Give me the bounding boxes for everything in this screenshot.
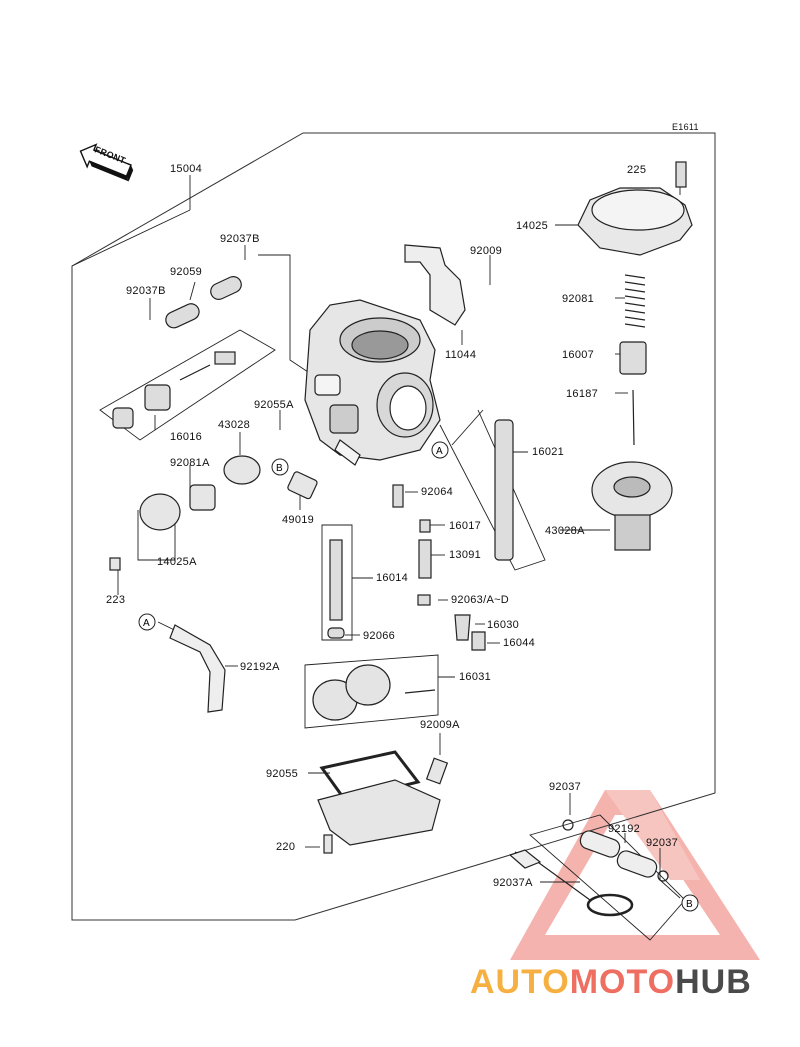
part-label-92009A: 92009A: [420, 719, 460, 731]
part-label-92009: 92009: [470, 245, 503, 257]
part-label-16017: 16017: [449, 520, 482, 532]
float-16031: [312, 664, 436, 721]
callout-a-body: A: [436, 446, 443, 457]
accelerator-pump: [109, 455, 318, 571]
front-arrow-icon: [79, 143, 134, 182]
part-label-92192A: 92192A: [240, 661, 280, 673]
callout-a-hose: A: [143, 618, 150, 629]
part-label-13091: 13091: [449, 549, 482, 561]
part-label-92055: 92055: [266, 768, 299, 780]
part-label-11044: 11044: [445, 349, 477, 361]
part-label-16014: 16014: [376, 572, 409, 584]
float-bowl: [317, 750, 449, 854]
part-label-16031: 16031: [459, 671, 492, 683]
top-cover: [577, 161, 693, 256]
part-label-92037-top: 92037: [549, 781, 582, 793]
diagram-code: E1611: [672, 122, 699, 132]
part-label-16007: 16007: [562, 349, 595, 361]
callout-b-drain: B: [686, 899, 693, 910]
leader-lines: [71, 167, 686, 941]
hose-92192A: [169, 624, 226, 713]
diaphragm-43028A: [591, 461, 673, 551]
watermark-text-moto: MOTO: [569, 963, 676, 1001]
part-label-92037B-left: 92037B: [126, 285, 166, 297]
callout-b-body: B: [276, 463, 283, 474]
part-label-92037B-top: 92037B: [220, 233, 260, 245]
part-label-15004: 15004: [170, 163, 203, 175]
part-label-14025: 14025: [516, 220, 549, 232]
carburetor-body: [304, 299, 441, 466]
part-label-16044: 16044: [503, 637, 536, 649]
part-label-220: 220: [276, 841, 296, 853]
part-label-92064: 92064: [421, 486, 454, 498]
part-label-92059: 92059: [170, 266, 203, 278]
part-label-16030: 16030: [487, 619, 520, 631]
part-label-43028: 43028: [218, 419, 251, 431]
throttle-bracket: [404, 244, 466, 326]
part-label-92081A: 92081A: [170, 457, 210, 469]
callout-circles: [138, 441, 699, 912]
part-label-92037-right: 92037: [646, 837, 679, 849]
spring-92081: [624, 274, 646, 328]
part-label-16016: 16016: [170, 431, 203, 443]
part-label-49019: 49019: [282, 514, 315, 526]
watermark-text-auto: AUTO: [470, 963, 570, 1001]
part-label-92192: 92192: [608, 823, 641, 835]
part-label-43028A: 43028A: [545, 525, 585, 537]
part-label-92066: 92066: [363, 630, 396, 642]
part-label-14025A: 14025A: [157, 556, 197, 568]
watermark-text-hub: HUB: [675, 963, 752, 1001]
jet-parts: [327, 419, 514, 651]
part-label-92063: 92063/A~D: [451, 594, 510, 606]
watermark-triangle: [510, 790, 760, 960]
drain-hose-parts: [508, 819, 669, 917]
part-label-223: 223: [106, 594, 126, 606]
part-label-92055A: 92055A: [254, 399, 294, 411]
part-label-16021: 16021: [532, 446, 565, 458]
part-label-225: 225: [627, 164, 647, 176]
pilot-screw-assembly: [112, 276, 242, 429]
part-label-92037A: 92037A: [493, 877, 533, 889]
part-label-92081: 92081: [562, 293, 595, 305]
watermark-logo: AUTOMOTOHUB: [470, 962, 752, 1002]
needle-holder: [619, 341, 647, 446]
part-label-16187: 16187: [566, 388, 599, 400]
